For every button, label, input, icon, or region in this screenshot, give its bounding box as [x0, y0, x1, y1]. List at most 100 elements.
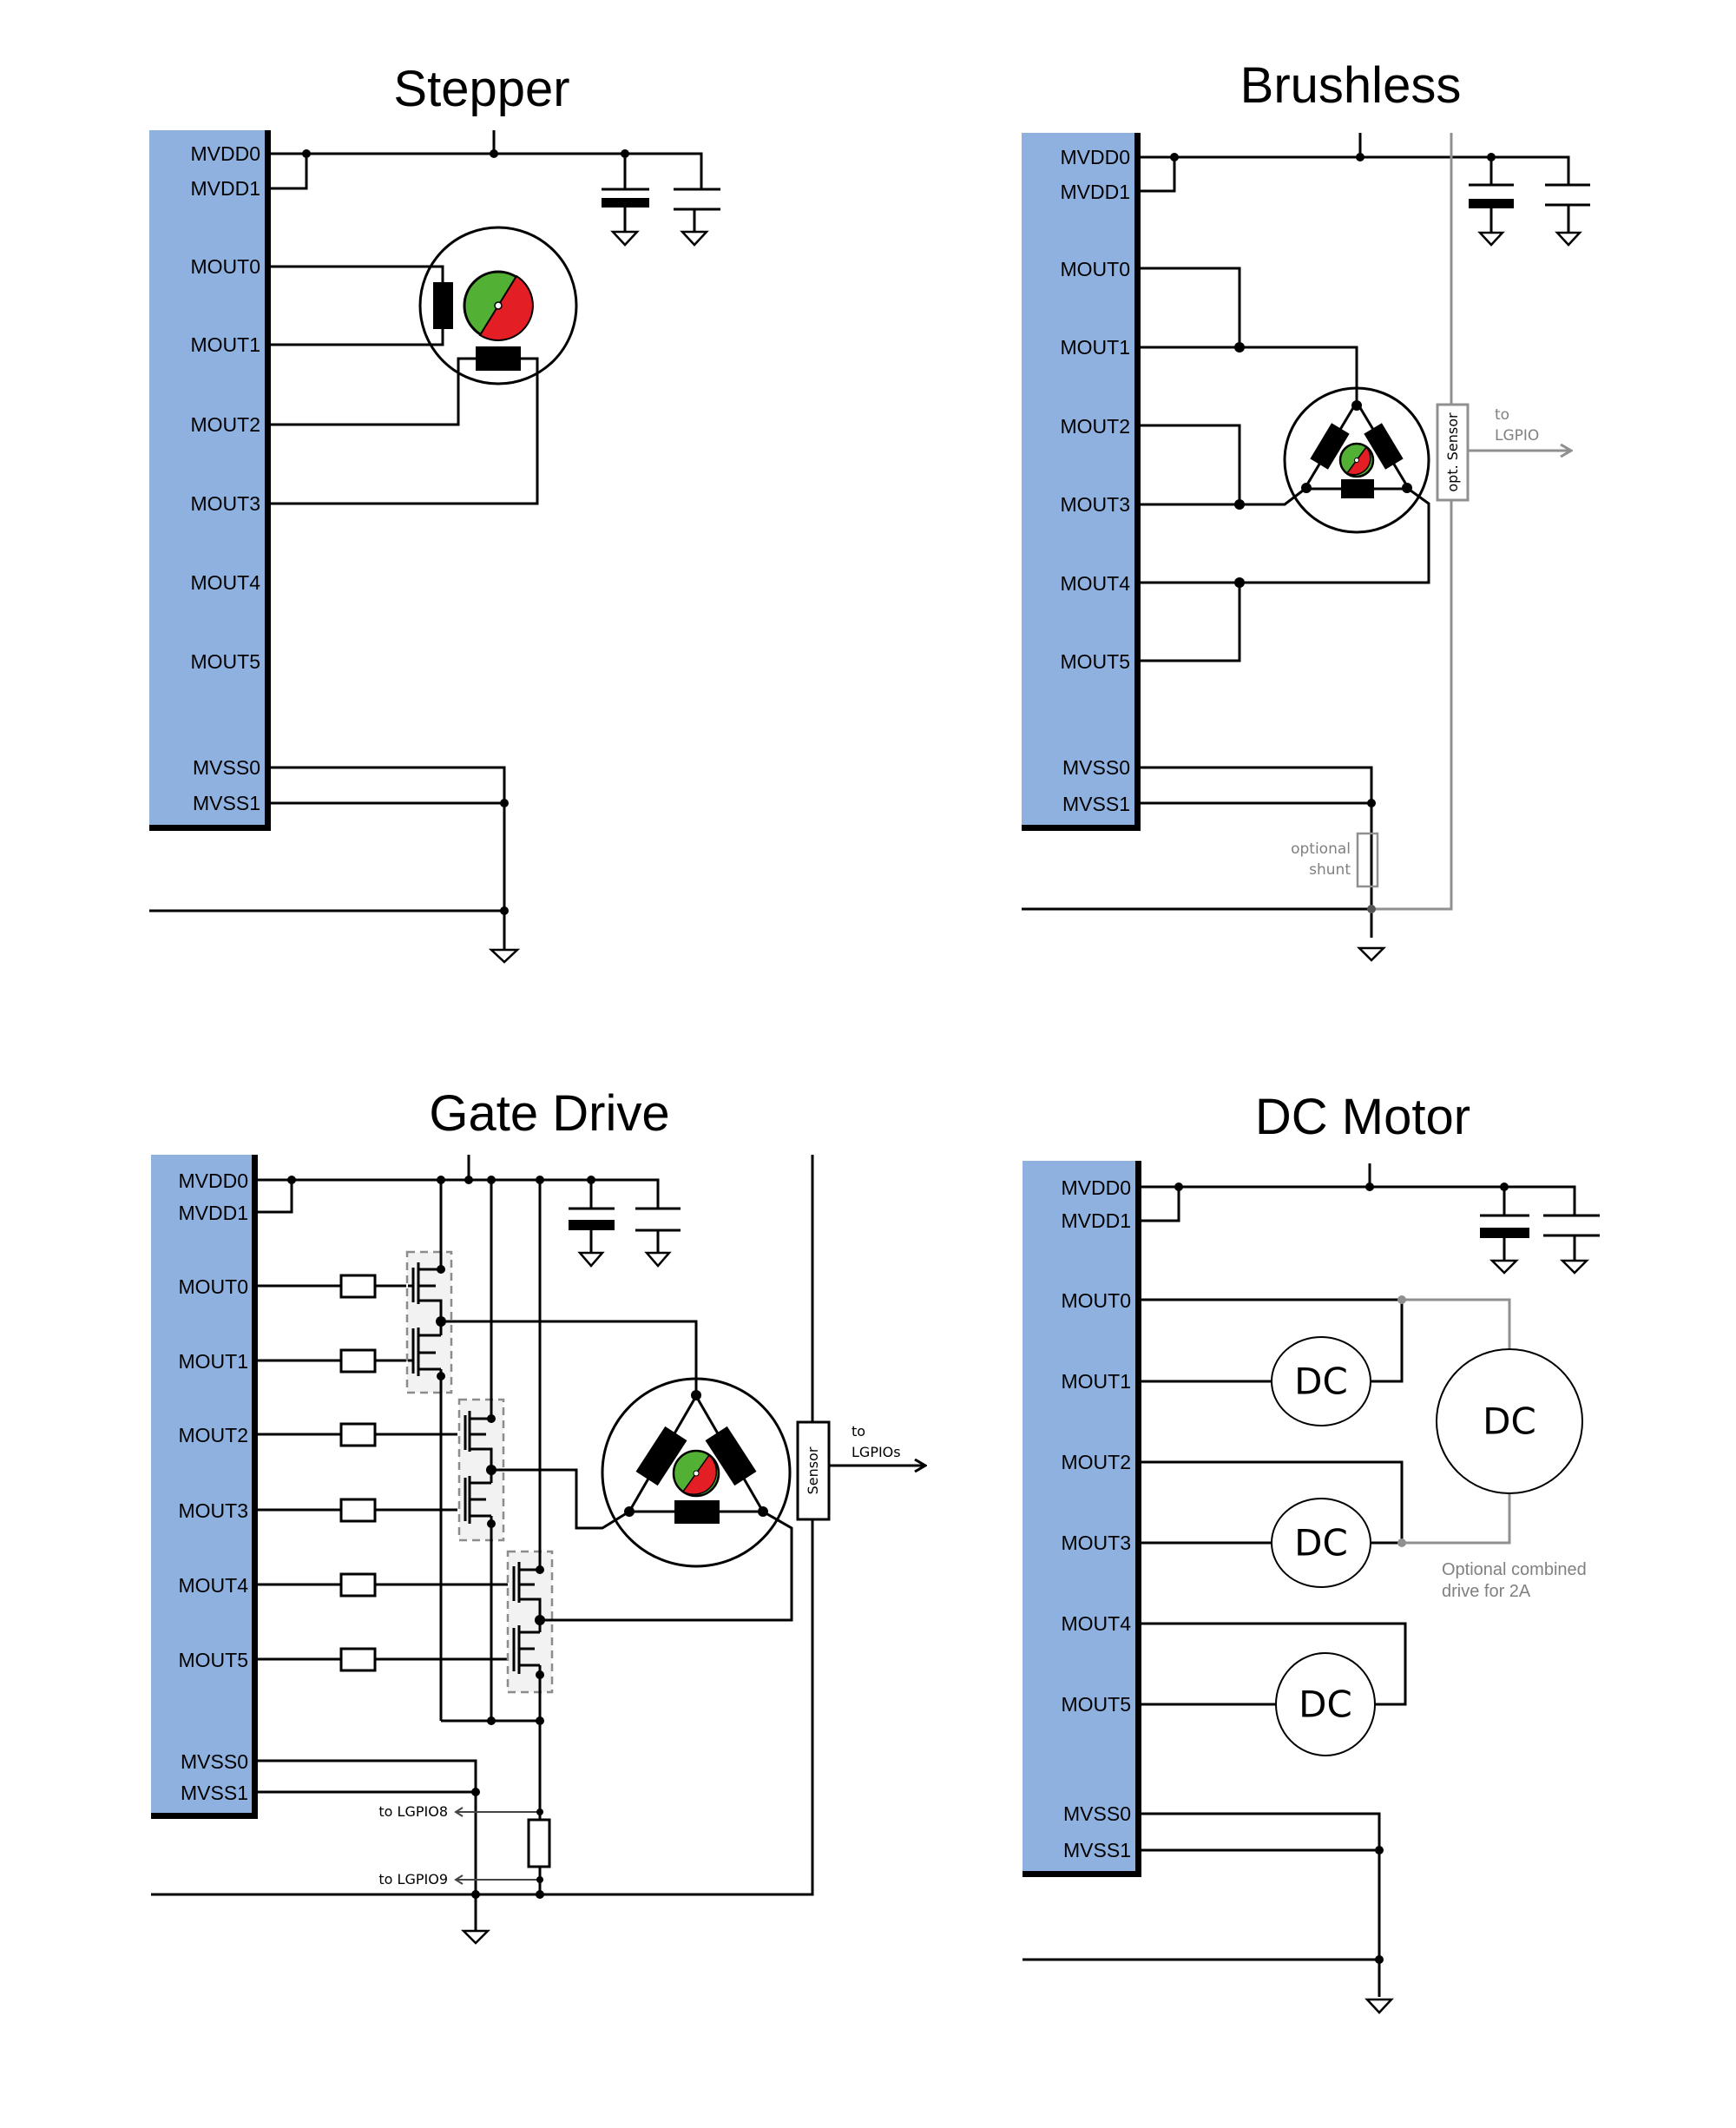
capacitor-icon — [635, 1207, 681, 1268]
half-bridge-b — [457, 1180, 505, 1721]
pin-label: MOUT3 — [179, 1499, 249, 1522]
pin-label: MOUT3 — [1062, 1532, 1132, 1554]
pin-label: MOUT5 — [1061, 650, 1131, 673]
ground-icon — [460, 1929, 491, 1945]
pin-label: MVDD0 — [1061, 1176, 1131, 1199]
panel-dc-motor: DC Motor MVDD0 MVDD1 MOUT0 MOUT1 MOUT2 M… — [1023, 1089, 1600, 2014]
pin-label: MOUT1 — [191, 333, 261, 356]
brushless-motor-icon — [1283, 386, 1430, 534]
pin-label: MVSS1 — [181, 1782, 248, 1804]
dc-motor-wiring — [1141, 1295, 1511, 1706]
pin-label: MVDD1 — [1061, 1209, 1131, 1232]
sense-label-bottom: to LGPIO9 — [378, 1871, 448, 1888]
shunt-note: shunt — [1309, 861, 1351, 879]
ground-net — [149, 766, 521, 964]
ground-net: optional shunt — [1022, 766, 1387, 962]
pin-label: MOUT0 — [191, 255, 261, 278]
pin-label: MOUT1 — [179, 1350, 249, 1373]
pin-label: MOUT5 — [191, 650, 261, 673]
driver-chip — [1023, 1161, 1141, 1877]
dc-motor-label: DC — [1299, 1683, 1352, 1726]
pin-label: MOUT1 — [1062, 1370, 1132, 1393]
pin-label: MVSS1 — [1062, 793, 1130, 815]
driver-chip — [149, 130, 271, 831]
sensor-line: opt. Sensor to LGPIO — [1371, 133, 1571, 911]
dc-motor-3: DC — [1275, 1652, 1376, 1756]
pin-label: MOUT1 — [1061, 336, 1131, 359]
panel-stepper: Stepper MVDD0 MVDD1 MOUT0 MOUT1 MOUT2 MO… — [149, 61, 720, 964]
capacitor-icon — [1543, 1187, 1600, 1275]
pin-label: MOUT5 — [1062, 1693, 1132, 1716]
shunt-resistor-icon — [1356, 832, 1379, 888]
combined-drive-note: Optional combined — [1442, 1560, 1587, 1579]
ground-icon — [488, 948, 521, 964]
electrolytic-capacitor-icon — [1480, 1187, 1529, 1275]
pin-label: MOUT4 — [179, 1574, 249, 1597]
panel-gate-drive: Gate Drive MVDD0 MVDD1 MOUT0 MOUT1 MOUT2… — [151, 1085, 925, 1945]
pin-label: MOUT0 — [1061, 258, 1131, 280]
ground-icon — [1356, 946, 1387, 962]
capacitor-icon — [674, 188, 720, 247]
driver-chip — [1022, 133, 1141, 831]
pin-label: MVSS0 — [181, 1750, 248, 1773]
panel-title: Gate Drive — [429, 1085, 669, 1142]
sensor-label: Sensor — [805, 1446, 821, 1494]
sensor-output-label: LGPIO — [1495, 427, 1539, 445]
ground-net: to LGPIO8 to LGPIO9 — [258, 1759, 551, 1945]
pin-labels: MVDD0 MVDD1 MOUT0 MOUT1 MOUT2 MOUT3 MOUT… — [1061, 1176, 1131, 1861]
pin-label: MVSS0 — [1063, 1802, 1131, 1825]
supply-net — [1141, 1163, 1600, 1275]
sense-resistor-icon — [527, 1818, 551, 1868]
sensor-output-label: LGPIOs — [852, 1444, 901, 1460]
resistor-icon — [339, 1647, 377, 1672]
ground-icon — [1364, 1998, 1394, 2014]
motor-wiring — [271, 265, 539, 505]
pin-label: MOUT5 — [179, 1649, 249, 1671]
electrolytic-capacitor-icon — [569, 1180, 615, 1268]
panel-brushless: Brushless MVDD0 MVDD1 MOUT0 MOUT1 MOUT2 … — [1022, 57, 1590, 962]
dc-motor-1: DC — [1271, 1336, 1371, 1426]
resistor-icon — [339, 1348, 377, 1374]
resistor-icon — [339, 1422, 377, 1447]
resistor-icon — [339, 1274, 377, 1299]
sensor: Sensor to LGPIOs — [796, 1420, 925, 1521]
gate-resistors — [258, 1274, 508, 1672]
pin-label: MOUT4 — [191, 571, 261, 594]
dc-motor-combined: DC — [1436, 1348, 1583, 1494]
supply-net — [151, 1155, 814, 1896]
low-side-bus — [441, 1716, 544, 1725]
motor-wiring — [1141, 267, 1430, 662]
pin-label: MVDD1 — [178, 1202, 248, 1224]
dc-motor-2: DC — [1271, 1498, 1371, 1588]
pin-labels: MVDD0 MVDD1 MOUT0 MOUT1 MOUT2 MOUT3 MOUT… — [178, 1169, 248, 1804]
stepper-motor-icon — [418, 226, 578, 385]
combined-drive-note: drive for 2A — [1442, 1582, 1531, 1601]
pin-label: MOUT4 — [1061, 572, 1131, 595]
bldc-motor-icon — [601, 1377, 792, 1568]
pin-label: MVSS0 — [1062, 756, 1130, 779]
dc-motor-label: DC — [1483, 1400, 1536, 1443]
panel-title: DC Motor — [1255, 1089, 1470, 1145]
pin-label: MVSS1 — [193, 792, 260, 814]
dc-motor-label: DC — [1294, 1522, 1348, 1565]
resistor-icon — [339, 1498, 377, 1523]
pin-label: MVDD0 — [1060, 146, 1130, 168]
ground-net — [1023, 1812, 1394, 2014]
pin-label: MOUT3 — [1061, 493, 1131, 516]
pin-label: MOUT3 — [191, 492, 261, 515]
pin-label: MOUT0 — [179, 1275, 249, 1298]
sensor-label: opt. Sensor — [1444, 412, 1461, 492]
pin-label: MVDD0 — [178, 1169, 248, 1192]
pin-label: MVSS0 — [193, 756, 260, 779]
supply-net — [1141, 133, 1590, 247]
pin-label: MVDD0 — [190, 142, 260, 165]
pin-label: MVSS1 — [1063, 1839, 1131, 1861]
panel-title: Stepper — [393, 61, 569, 117]
pin-label: MVDD1 — [190, 177, 260, 200]
supply-net — [271, 130, 720, 247]
electrolytic-capacitor-icon — [602, 154, 649, 247]
pin-label: MOUT2 — [179, 1424, 249, 1446]
motor-wiring — [441, 1320, 793, 1622]
sense-label-top: to LGPIO8 — [378, 1803, 448, 1820]
pin-label: MOUT2 — [191, 413, 261, 436]
